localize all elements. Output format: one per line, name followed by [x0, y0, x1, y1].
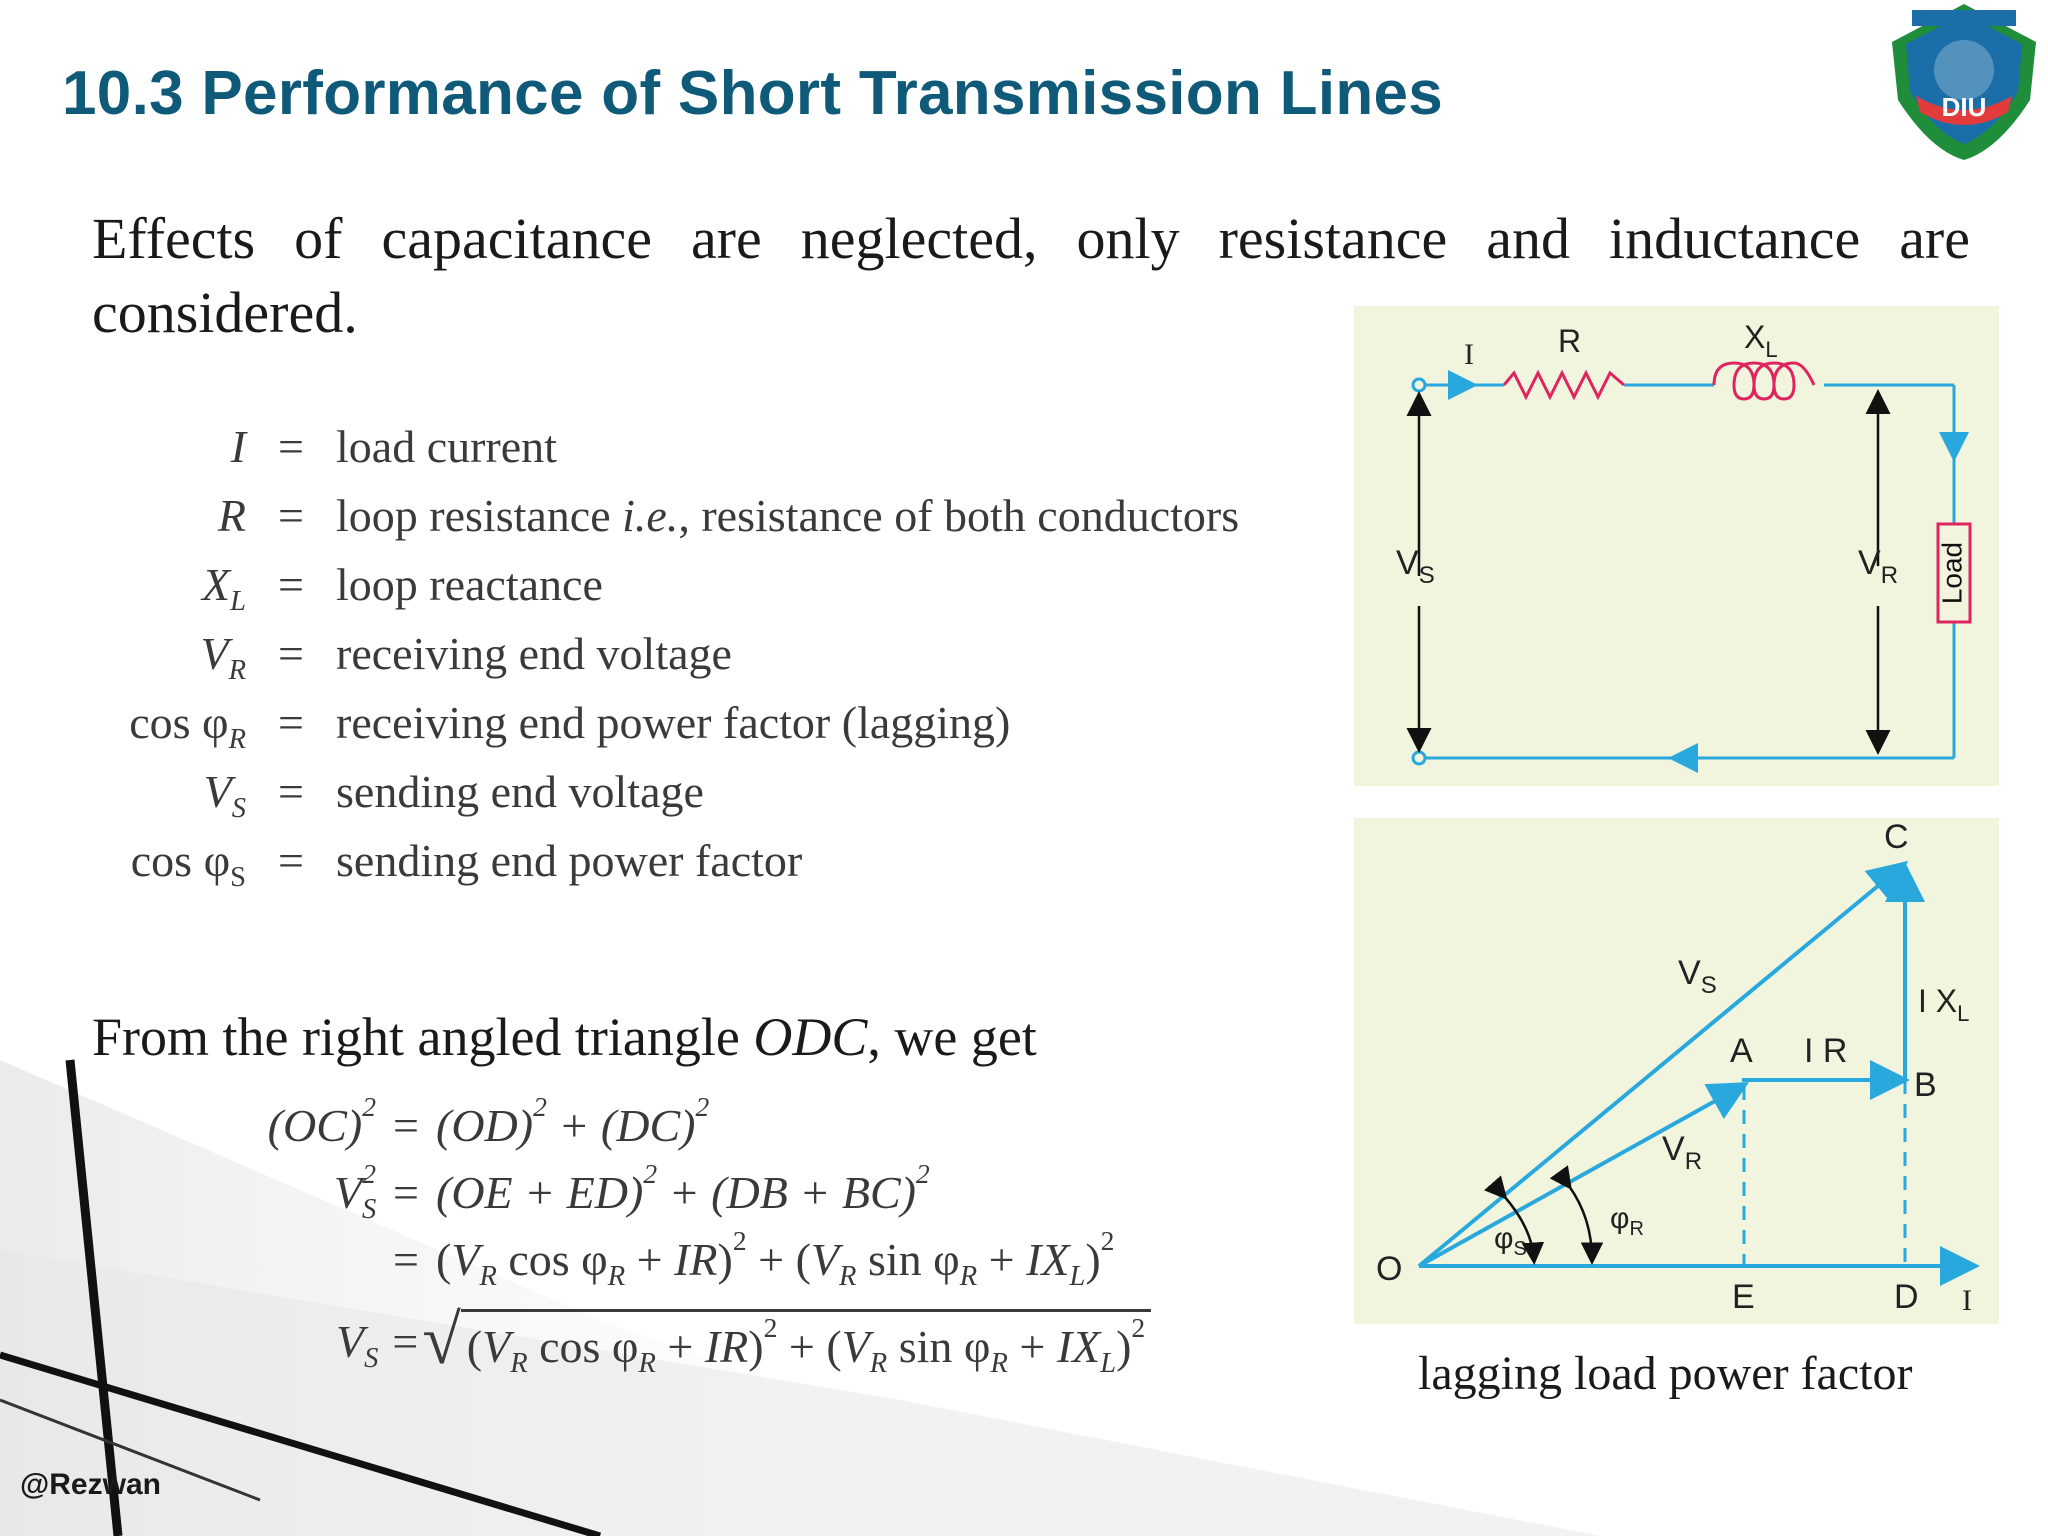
definition-text-part: loop resistance [336, 490, 623, 541]
slide-title: 10.3 Performance of Short Transmission L… [62, 59, 1444, 128]
vr-phasor [1418, 1082, 1749, 1268]
vs-final-equation: VS = √ (VR cos φR + IR)2 + (VR sin φR + … [336, 1302, 1152, 1379]
equals-sign: = [393, 1167, 419, 1218]
terminal-top [1411, 377, 1427, 393]
definitions-list: I = load current R = loop resistance i.e… [96, 412, 1239, 895]
definition-text: loop resistance i.e., resistance of both… [336, 481, 1239, 550]
definition-text: receiving end power factor (lagging) [336, 697, 1011, 748]
definition-text-part: , resistance of both conductors [678, 490, 1240, 541]
definition-text: load current [336, 421, 557, 472]
equation-line: VS2 = (OE + ED)2 + (DB + BC)2 [240, 1159, 1114, 1226]
load-label: Load [1936, 542, 1967, 604]
definition-text-italic: i.e. [622, 490, 679, 541]
point-a-label: A [1730, 1032, 1753, 1070]
intro-paragraph: Effects of capacitance are neglected, on… [92, 206, 1970, 345]
point-c-label: C [1884, 818, 1909, 856]
definition-symbol: I [230, 421, 246, 472]
resistor-label: R [1558, 323, 1581, 359]
vs-phasor-label: VS [1678, 954, 1717, 999]
vs-label: VS [1396, 544, 1435, 589]
point-b-label: B [1914, 1066, 1937, 1104]
author-watermark: @Rezwan [20, 1468, 161, 1501]
circuit-diagram: Load I R XL VS VR [1354, 306, 1999, 786]
terminal-bottom [1411, 750, 1427, 766]
derivation-equations: (OC)2 = (OD)2 + (DC)2 VS2 = (OE + ED)2 +… [240, 1092, 1115, 1293]
equals-sign: = [278, 766, 304, 817]
equation-line: = (VR cos φR + IR)2 + (VR sin φR + IXL)2 [240, 1226, 1114, 1293]
point-e-label: E [1732, 1278, 1755, 1316]
equation-rhs: (OE + ED)2 + (DB + BC)2 [436, 1158, 930, 1218]
definition-text: receiving end voltage [336, 628, 732, 679]
equation-rhs: (VR cos φR + IR)2 + (VR sin φR + IXL)2 [460, 1309, 1152, 1378]
equation-lhs: VS2 [333, 1158, 377, 1225]
definition-symbol: cos φS [130, 835, 246, 893]
phi-r-label: φR [1610, 1202, 1644, 1240]
definition-symbol: XL [202, 559, 246, 617]
definition-symbol: VS [203, 766, 246, 824]
sqrt-sign: √ [422, 1302, 461, 1379]
point-d-label: D [1894, 1278, 1919, 1316]
equals-sign: = [392, 1315, 419, 1367]
definition-text: loop reactance [336, 559, 603, 610]
point-o-label: O [1376, 1250, 1402, 1288]
reactance-label: XL [1744, 319, 1778, 362]
phi-r-arc [1549, 1165, 1604, 1265]
equals-sign: = [278, 559, 304, 610]
equation-line: (OC)2 = (OD)2 + (DC)2 [240, 1092, 1114, 1159]
equation-rhs: (OD)2 + (DC)2 [436, 1091, 710, 1151]
phasor-caption: lagging load power factor [1418, 1347, 1913, 1400]
current-axis-label: I [1962, 1284, 1972, 1317]
equation-lhs: VS [336, 1315, 379, 1374]
definition-symbol: R [217, 490, 246, 541]
equals-sign: = [393, 1100, 419, 1151]
definition-row: cos φS = sending end power factor [96, 826, 1239, 895]
equals-sign: = [278, 628, 304, 679]
circuit-svg: Load I R XL VS VR [1396, 319, 1972, 773]
phi-s-label: φS [1494, 1222, 1527, 1260]
definition-text: sending end power factor [336, 835, 803, 886]
equals-sign: = [278, 835, 304, 886]
definition-row: cos φR = receiving end power factor (lag… [96, 688, 1239, 757]
equals-sign: = [278, 490, 304, 541]
definition-row: R = loop resistance i.e., resistance of … [96, 481, 1239, 550]
equation-lhs [240, 1226, 376, 1293]
equals-sign: = [278, 697, 304, 748]
resistor-symbol [1502, 369, 1625, 401]
definition-row: XL = loop reactance [96, 550, 1239, 619]
diu-logo: DIU [1892, 4, 2036, 160]
load-box [1936, 522, 1972, 624]
equation-lhs: (OC)2 [267, 1091, 376, 1151]
definition-row: VS = sending end voltage [96, 757, 1239, 826]
definition-row: VR = receiving end voltage [96, 619, 1239, 688]
vr-phasor-label: VR [1662, 1130, 1702, 1175]
ixl-label: I XL [1918, 983, 1969, 1026]
definition-symbol: VR [200, 628, 246, 686]
equation-rhs: (VR cos φR + IR)2 + (VR sin φR + IXL)2 [436, 1225, 1115, 1292]
phasor-svg: O A B C D E I VS VR I R I XL φS φR [1376, 818, 1980, 1317]
vr-label: VR [1858, 544, 1898, 589]
logo-lettering: DIU [1942, 92, 1987, 122]
definition-symbol: cos φR [129, 697, 246, 755]
phasor-diagram: O A B C D E I VS VR I R I XL φS φR [1354, 818, 1999, 1324]
equals-sign: = [393, 1234, 419, 1285]
current-label: I [1464, 338, 1474, 371]
definition-row: I = load current [96, 412, 1239, 481]
inductor-symbol [1712, 361, 1816, 401]
equals-sign: = [278, 421, 304, 472]
derivation-intro: From the right angled triangle ODC, we g… [92, 1007, 1037, 1067]
phi-s-arc [1484, 1175, 1545, 1265]
definition-text: sending end voltage [336, 766, 704, 817]
ir-label: I R [1804, 1032, 1847, 1070]
